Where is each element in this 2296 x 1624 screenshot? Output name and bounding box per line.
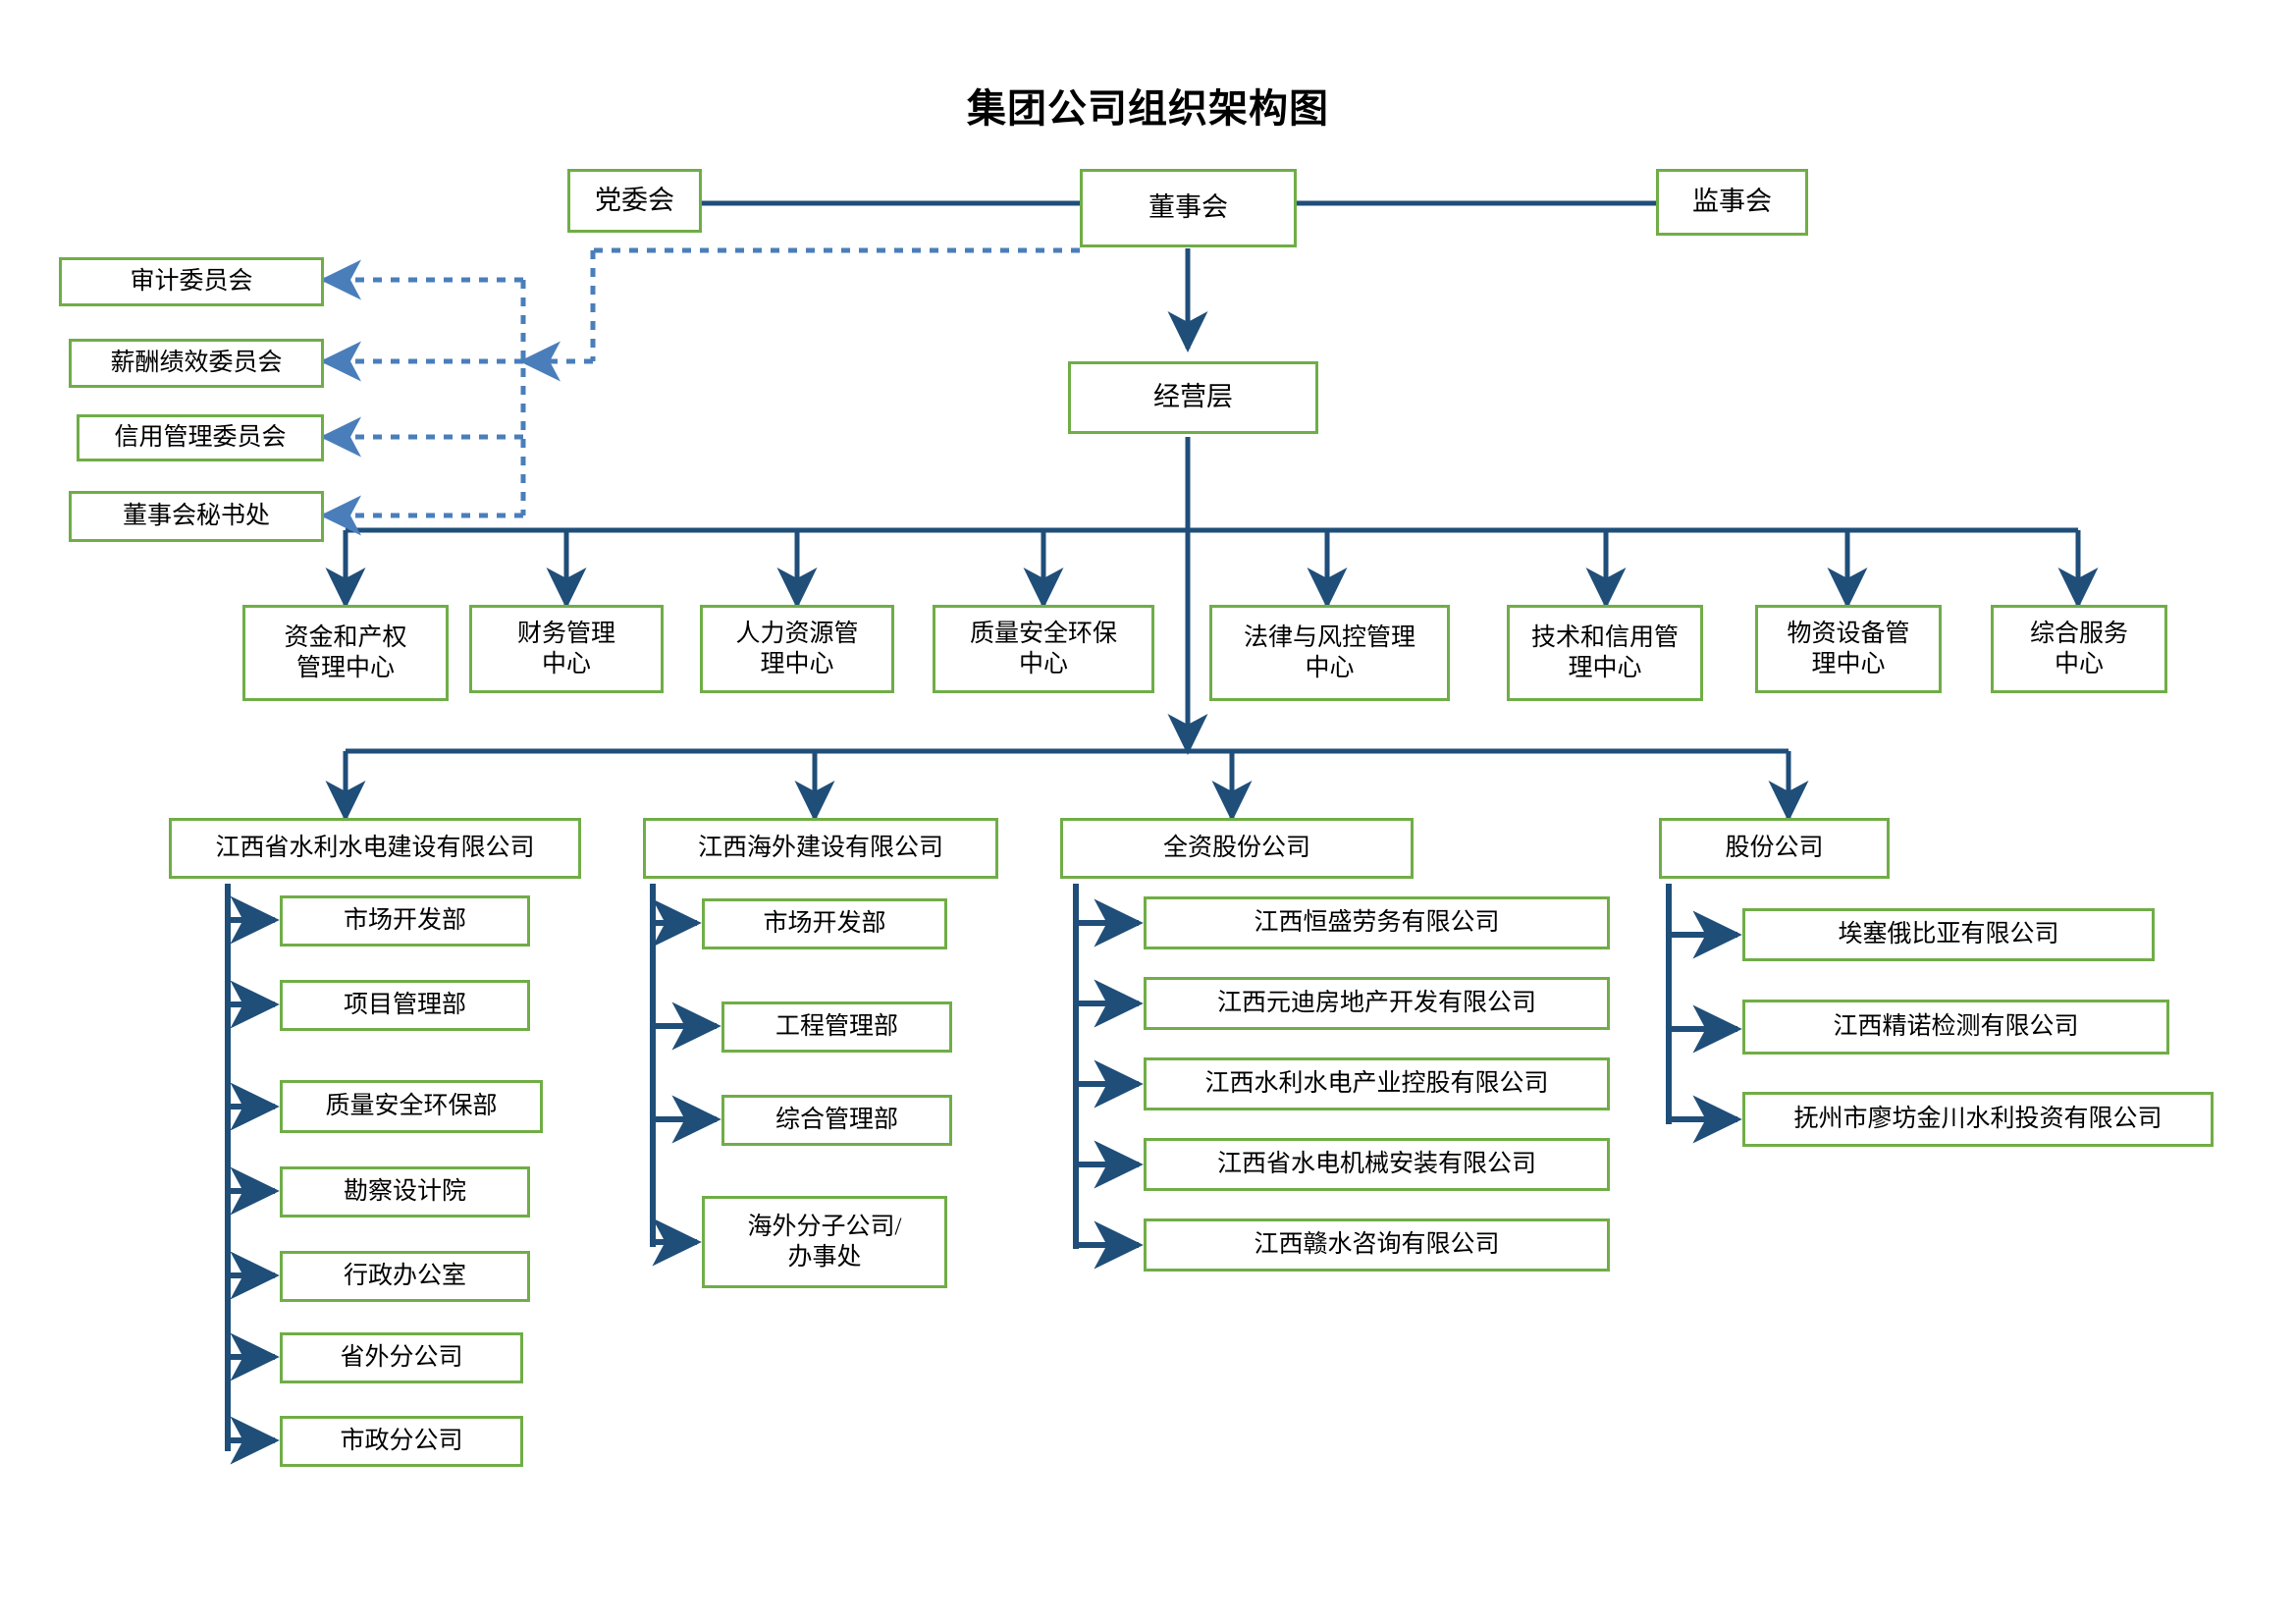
node-dept-quality-safety-environment[interactable]: 质量安全环保部 <box>280 1080 543 1133</box>
node-subsidiary-jiangxi-water-power[interactable]: 江西省水利水电建设有限公司 <box>169 818 581 879</box>
node-center-technology-credit[interactable]: 技术和信用管 理中心 <box>1507 605 1703 701</box>
node-dept-market-development-2[interactable]: 市场开发部 <box>702 898 947 949</box>
node-center-general-services[interactable]: 综合服务 中心 <box>1991 605 2167 693</box>
node-company-water-power-industry-holding[interactable]: 江西水利水电产业控股有限公司 <box>1144 1057 1610 1110</box>
node-credit-management-committee[interactable]: 信用管理委员会 <box>77 414 324 461</box>
node-board-secretariat[interactable]: 董事会秘书处 <box>69 491 324 542</box>
node-dept-out-of-province-branch[interactable]: 省外分公司 <box>280 1332 523 1383</box>
node-board-of-directors[interactable]: 董事会 <box>1080 169 1297 247</box>
node-dept-market-development-1[interactable]: 市场开发部 <box>280 895 530 947</box>
node-dept-municipal-branch[interactable]: 市政分公司 <box>280 1416 523 1467</box>
node-dept-overseas-branches[interactable]: 海外分子公司/ 办事处 <box>702 1196 947 1288</box>
node-company-hengsheng-labor[interactable]: 江西恒盛劳务有限公司 <box>1144 896 1610 949</box>
node-party-committee[interactable]: 党委会 <box>567 169 702 233</box>
node-company-yuandi-real-estate[interactable]: 江西元迪房地产开发有限公司 <box>1144 977 1610 1030</box>
node-company-ganshui-consulting[interactable]: 江西赣水咨询有限公司 <box>1144 1218 1610 1272</box>
node-dept-survey-design-institute[interactable]: 勘察设计院 <box>280 1166 530 1218</box>
node-company-hydro-machinery-installation[interactable]: 江西省水电机械安装有限公司 <box>1144 1138 1610 1191</box>
node-subsidiary-jiangxi-overseas[interactable]: 江西海外建设有限公司 <box>643 818 998 879</box>
node-company-ethiopia[interactable]: 埃塞俄比亚有限公司 <box>1742 908 2155 961</box>
node-subsidiary-wholly-owned[interactable]: 全资股份公司 <box>1060 818 1414 879</box>
node-management-layer[interactable]: 经营层 <box>1068 361 1318 434</box>
page-title: 集团公司组织架构图 <box>967 86 1329 131</box>
node-supervisory-board[interactable]: 监事会 <box>1656 169 1808 236</box>
node-center-materials-equipment[interactable]: 物资设备管 理中心 <box>1755 605 1942 693</box>
node-company-liaofang-jinchuan-water-investment[interactable]: 抚州市廖坊金川水利投资有限公司 <box>1742 1092 2214 1147</box>
node-dept-general-management[interactable]: 综合管理部 <box>721 1095 952 1146</box>
node-subsidiary-joint-stock[interactable]: 股份公司 <box>1659 818 1890 879</box>
node-dept-engineering-management[interactable]: 工程管理部 <box>721 1001 952 1053</box>
node-company-jingnuo-testing[interactable]: 江西精诺检测有限公司 <box>1742 1000 2169 1055</box>
node-dept-project-management[interactable]: 项目管理部 <box>280 980 530 1031</box>
node-center-finance[interactable]: 财务管理 中心 <box>469 605 664 693</box>
node-compensation-committee[interactable]: 薪酬绩效委员会 <box>69 339 324 388</box>
node-center-funds-equity[interactable]: 资金和产权 管理中心 <box>242 605 449 701</box>
node-audit-committee[interactable]: 审计委员会 <box>59 257 324 306</box>
node-center-quality-safety-environment[interactable]: 质量安全环保 中心 <box>933 605 1154 693</box>
node-center-legal-risk[interactable]: 法律与风控管理 中心 <box>1209 605 1450 701</box>
node-dept-administrative-office[interactable]: 行政办公室 <box>280 1251 530 1302</box>
node-center-human-resources[interactable]: 人力资源管 理中心 <box>700 605 894 693</box>
